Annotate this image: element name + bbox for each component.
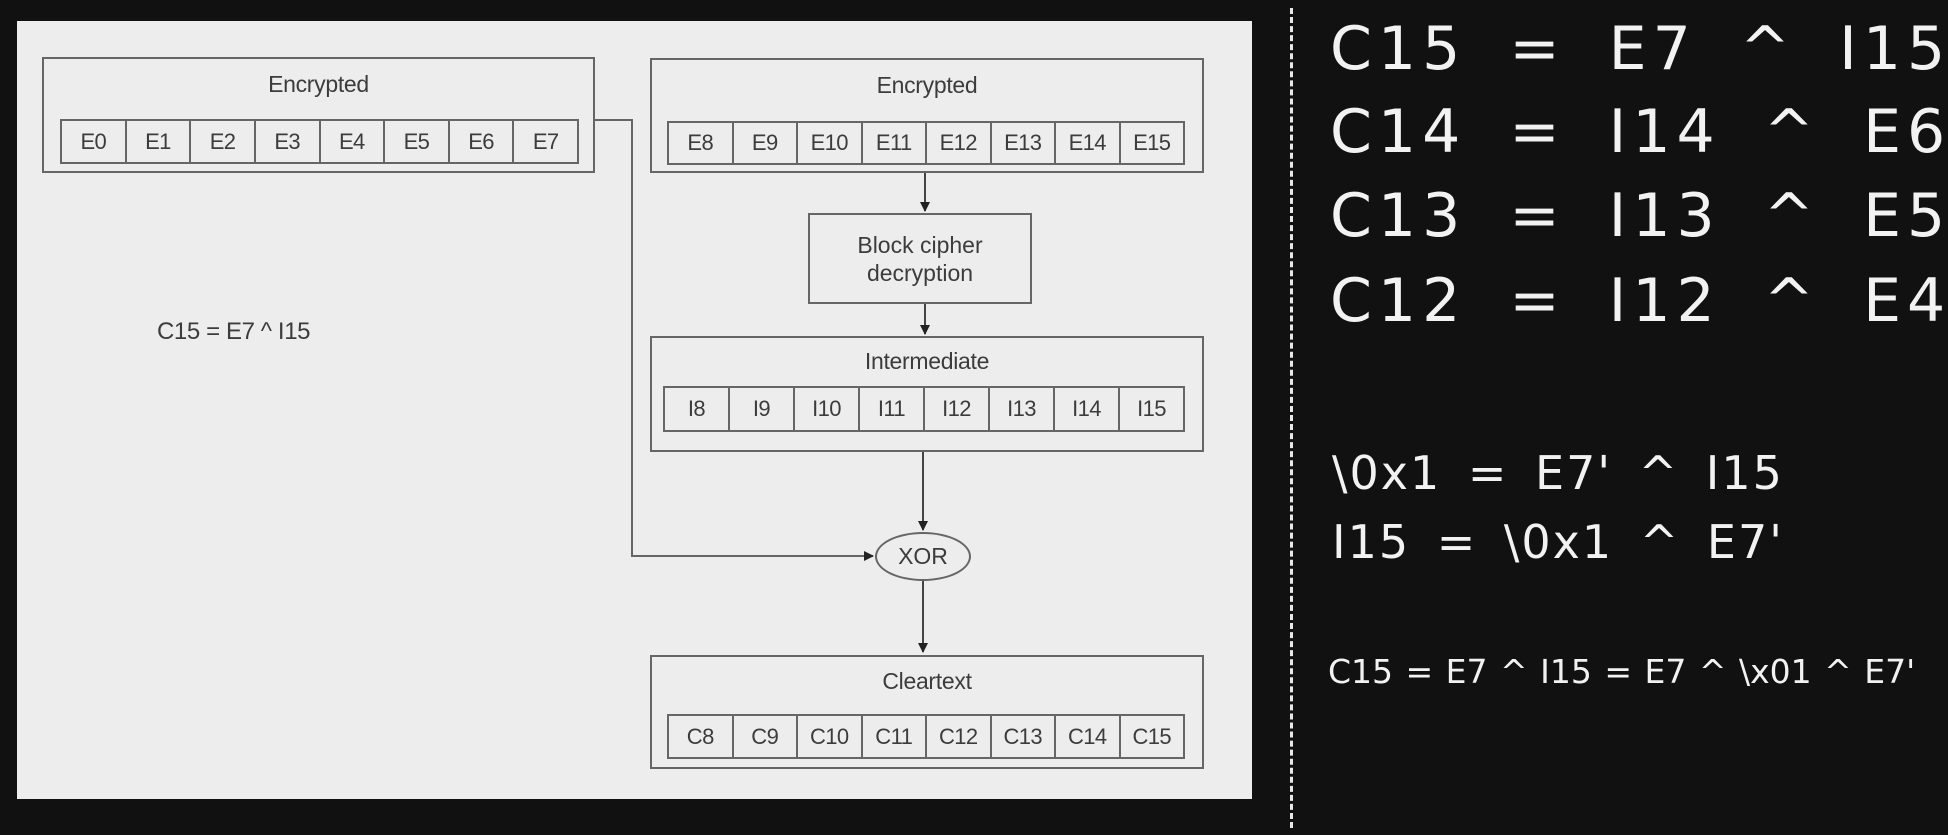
cell-e13: E13 bbox=[992, 123, 1056, 163]
cell-e7: E7 bbox=[532, 128, 559, 154]
cell-e0: E0 bbox=[62, 121, 127, 162]
cell-i10: I10 bbox=[795, 388, 860, 430]
cell-i14: I14 bbox=[1055, 388, 1120, 430]
cell-e8: E8 bbox=[669, 123, 734, 163]
encrypted-left-title: Encrypted bbox=[268, 71, 369, 97]
cell-e11: E11 bbox=[863, 123, 927, 163]
encrypted-right-title: Encrypted bbox=[876, 72, 978, 98]
cell-c11: C11 bbox=[863, 716, 927, 757]
intermediate-cells: I8 I9 I10 I11 I12 I13 I14 I15 bbox=[663, 386, 1185, 432]
cell-e10: E10 bbox=[798, 123, 863, 163]
cleartext-cells: C8 C9 C10 C11 C12 C13 C14 C15 bbox=[667, 714, 1185, 759]
note-equation-4: C12 = I12 ^ E4 bbox=[1330, 266, 1948, 336]
cleartext-title: Cleartext bbox=[882, 668, 972, 694]
cell-e3: E3 bbox=[256, 121, 321, 162]
dashed-divider bbox=[1290, 8, 1293, 828]
cell-e2: E2 bbox=[191, 121, 256, 162]
cell-e14: E14 bbox=[1056, 123, 1121, 163]
cell-e4: E4 bbox=[321, 121, 386, 162]
xor-node: XOR bbox=[875, 532, 971, 581]
cell-e5: E5 bbox=[385, 121, 450, 162]
note-equation-2: C14 = I14 ^ E6 bbox=[1330, 97, 1948, 167]
cell-i13: I13 bbox=[990, 388, 1055, 430]
cell-c10: C10 bbox=[798, 716, 863, 757]
cell-e12: E12 bbox=[927, 123, 992, 163]
cell-c14: C14 bbox=[1056, 716, 1121, 757]
cell-e15: E15 bbox=[1133, 130, 1171, 155]
block-cipher-line2: decryption bbox=[866, 259, 974, 286]
cell-i15: I15 bbox=[1137, 396, 1166, 421]
block-cipher-line1: Block cipher bbox=[857, 231, 983, 258]
note-padding-equation-1: \0x1 = E7' ^ I15 bbox=[1332, 446, 1784, 500]
cleartext-block: Cleartext C8 C9 C10 C11 C12 C13 C14 C15 bbox=[650, 655, 1204, 769]
intermediate-title: Intermediate bbox=[864, 348, 990, 374]
cell-e1: E1 bbox=[127, 121, 192, 162]
encrypted-block-left: Encrypted E0 E1 E2 E3 E4 E5 E6 E7 bbox=[42, 57, 595, 173]
cell-c13: C13 bbox=[992, 716, 1056, 757]
encrypted-right-cells: E8 E9 E10 E11 E12 E13 E14 E15 bbox=[667, 121, 1185, 165]
cell-c8: C8 bbox=[669, 716, 734, 757]
cell-i12: I12 bbox=[925, 388, 990, 430]
e7-to-xor-connector bbox=[594, 119, 874, 561]
diagram-panel bbox=[17, 21, 1252, 799]
cell-c12: C12 bbox=[927, 716, 992, 757]
cell-e9: E9 bbox=[734, 123, 798, 163]
cell-i11: I11 bbox=[860, 388, 925, 430]
cell-i8: I8 bbox=[665, 388, 730, 430]
encrypted-left-cells: E0 E1 E2 E3 E4 E5 E6 E7 bbox=[60, 119, 579, 164]
note-equation-3: C13 = I13 ^ E5 bbox=[1330, 181, 1948, 251]
intermediate-block: Intermediate I8 I9 I10 I11 I12 I13 I14 I… bbox=[650, 336, 1204, 452]
note-padding-equation-2: I15 = \0x1 ^ E7' bbox=[1332, 515, 1784, 569]
cell-i9: I9 bbox=[730, 388, 795, 430]
cell-c9: C9 bbox=[734, 716, 798, 757]
diagram-annotation: C15 = E7 ^ I15 bbox=[157, 318, 311, 345]
note-equation-1: C15 = E7 ^ I15 bbox=[1330, 14, 1948, 84]
cell-c15: C15 bbox=[1132, 723, 1172, 749]
block-cipher-decryption-box: Block cipher decryption bbox=[808, 213, 1032, 304]
encrypted-block-right: Encrypted E8 E9 E10 E11 E12 E13 E14 E15 bbox=[650, 58, 1204, 173]
cell-e6: E6 bbox=[450, 121, 515, 162]
note-combined-equation: C15 = E7 ^ I15 = E7 ^ \x01 ^ E7' bbox=[1328, 652, 1916, 691]
